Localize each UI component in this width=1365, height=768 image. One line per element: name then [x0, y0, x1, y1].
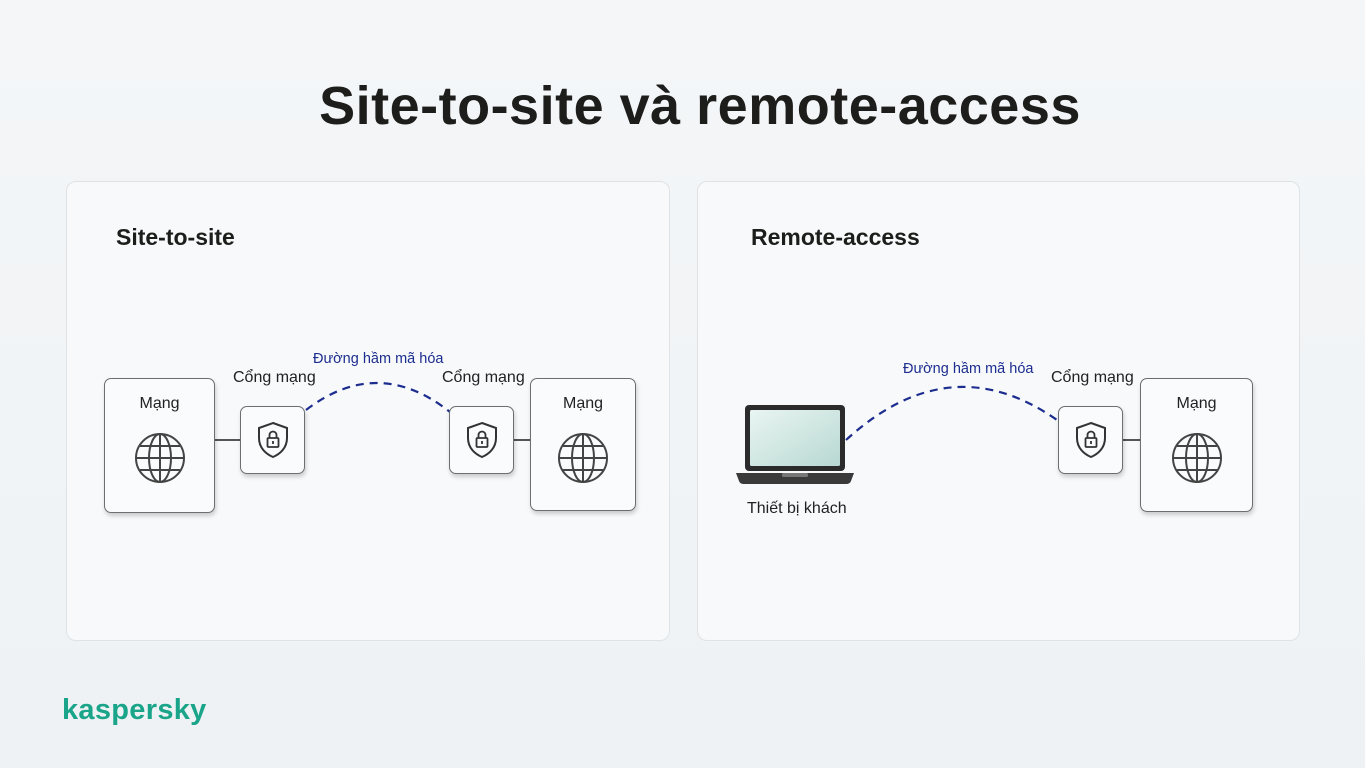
globe-icon: [1171, 433, 1222, 483]
network-box-remote: Mạng: [1140, 378, 1253, 512]
gateway-label-right: Cổng mạng: [442, 369, 525, 386]
network-label: Mạng: [139, 395, 180, 412]
shield-lock-icon: [257, 421, 288, 459]
connector-line: [215, 439, 240, 441]
gateway-label-remote: Cổng mạng: [1051, 369, 1134, 386]
network-box-left: Mạng: [104, 378, 215, 513]
page-title: Site-to-site và remote-access: [319, 76, 1081, 136]
remote-access-heading: Remote-access: [751, 224, 920, 250]
gateway-box-right: [449, 406, 514, 474]
network-label: Mạng: [1176, 395, 1217, 412]
laptop-icon: [736, 405, 854, 484]
connector-line: [514, 439, 530, 441]
site-to-site-heading: Site-to-site: [116, 224, 235, 250]
gateway-box-left: [240, 406, 305, 474]
kaspersky-logo: kaspersky: [62, 694, 207, 726]
network-label: Mạng: [562, 395, 604, 412]
connector-line: [1123, 439, 1140, 441]
shield-lock-icon: [466, 421, 497, 459]
network-box-right: Mạng: [530, 378, 636, 511]
gateway-label-left: Cổng mạng: [233, 369, 316, 386]
globe-icon: [558, 433, 608, 483]
globe-icon: [134, 433, 185, 483]
shield-lock-icon: [1075, 421, 1106, 459]
tunnel-label-site-to-site: Đường hầm mã hóa: [313, 351, 444, 367]
client-device-label: Thiết bị khách: [747, 500, 847, 517]
tunnel-label-remote-access: Đường hầm mã hóa: [903, 361, 1034, 377]
gateway-box-remote: [1058, 406, 1123, 474]
